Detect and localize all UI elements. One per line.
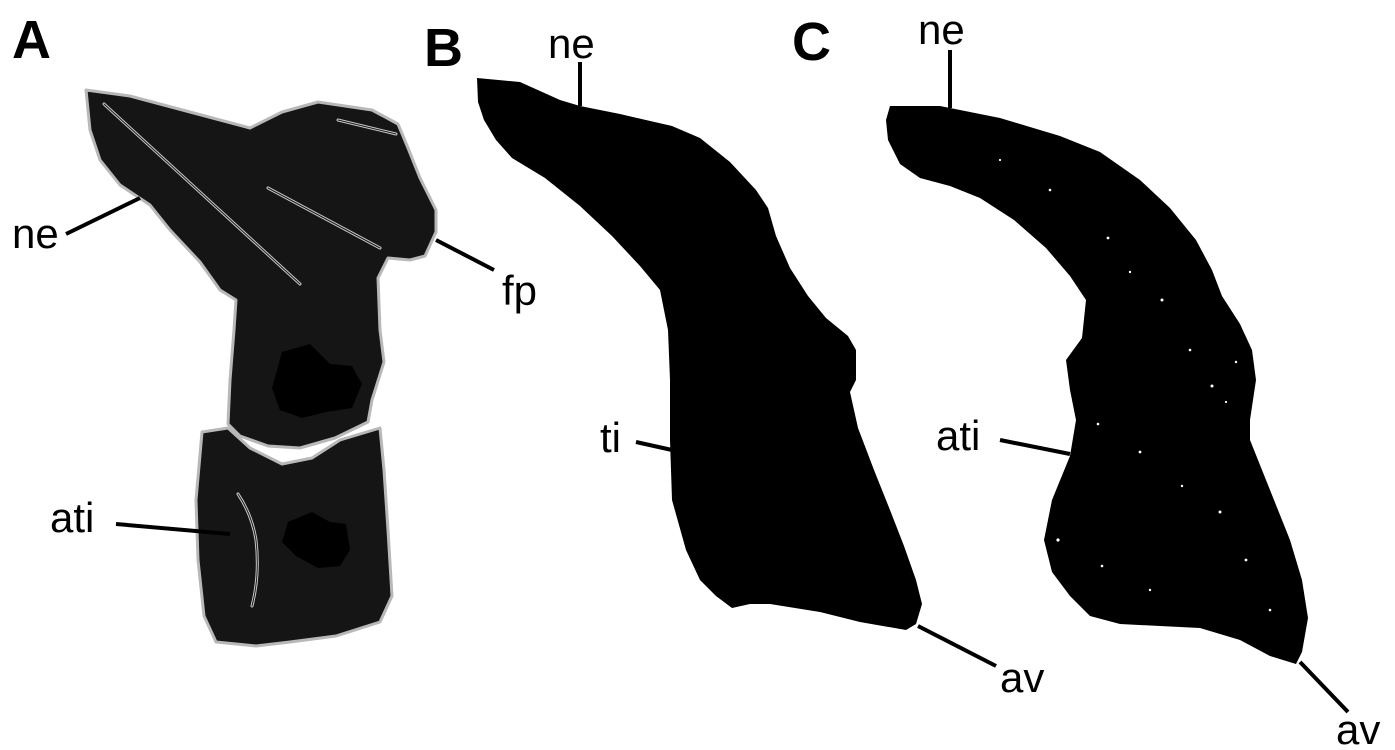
speckle xyxy=(1056,538,1059,541)
panel-c-letter: C xyxy=(792,12,831,72)
speckle xyxy=(1049,189,1052,192)
speckle xyxy=(1107,237,1110,240)
panel-c-label-av: av xyxy=(1336,706,1380,750)
speckle xyxy=(1269,609,1272,612)
panel-a-fp-leader xyxy=(436,240,494,270)
panel-b-label-ne: ne xyxy=(548,20,595,67)
panel-b-label-ti: ti xyxy=(600,414,621,461)
speckle xyxy=(1219,511,1222,514)
panel-b-label-av: av xyxy=(1000,654,1044,701)
panel-b-av-leader xyxy=(918,626,996,666)
speckle xyxy=(1129,271,1131,273)
panel-a-ne-leader xyxy=(66,198,140,234)
panel-b-letter: B xyxy=(424,18,463,78)
panel-c-label-ati: ati xyxy=(936,412,980,459)
speckle xyxy=(1211,385,1214,388)
panel-a-label-fp: fp xyxy=(502,267,537,314)
panel-a: A ne fp ati xyxy=(12,10,537,646)
speckle xyxy=(1101,565,1104,568)
panel-c-label-ne: ne xyxy=(918,6,965,53)
panel-a-label-ati: ati xyxy=(50,494,94,541)
speckle xyxy=(1225,401,1227,403)
speckle xyxy=(1139,451,1142,454)
panel-a-letter: A xyxy=(12,10,51,70)
panel-c: C ne ati av xyxy=(792,6,1380,750)
panel-c-av-leader xyxy=(1300,662,1348,712)
speckle xyxy=(1189,349,1192,352)
speckle xyxy=(1245,559,1248,562)
speckle xyxy=(1181,485,1183,487)
panel-b-ti-leader xyxy=(636,442,672,450)
panel-c-ati-leader xyxy=(1000,440,1070,454)
panel-a-label-ne: ne xyxy=(12,210,59,257)
speckle xyxy=(1161,299,1164,302)
speckle xyxy=(1097,423,1100,426)
speckle xyxy=(999,159,1001,161)
speckle xyxy=(1149,589,1151,591)
panel-b-silhouette xyxy=(477,78,922,630)
speckle xyxy=(1235,361,1237,363)
panel-c-silhouette xyxy=(886,106,1308,664)
